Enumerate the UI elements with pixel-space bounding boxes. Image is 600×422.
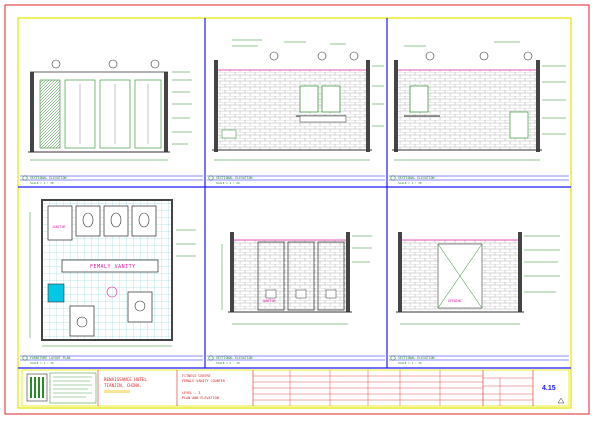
panel-2-title: SECTIONAL ELEVATION: [216, 176, 253, 180]
drawing-title-2: FEMALE VANITY COUNTER: [182, 379, 226, 383]
outer-border: [4, 4, 590, 415]
panel-1-elevation: [28, 59, 192, 161]
panel-2-elevation: [212, 39, 384, 161]
project-name: RENAISSANCE HOTEL: [104, 377, 147, 382]
panel-5-elevation: [221, 232, 372, 325]
panel-6-elevation: [396, 232, 560, 325]
panel-3-title: SECTIONAL ELEVATION: [398, 176, 435, 180]
panel-2-scale: SCALE = 1 : 30: [216, 181, 240, 185]
drawing-frame: [17, 17, 572, 409]
project-location: TIANJIN, CHINA.: [104, 383, 142, 388]
panel-6-title: SECTIONAL ELEVATION: [398, 356, 435, 360]
sheet-number: 4.15: [542, 385, 556, 392]
plan-vanity-label: FEMALY VANITY: [90, 264, 136, 270]
panel-4-title: FURNITURE LAYOUT PLAN: [30, 356, 70, 360]
panel-3-scale: SCALE = 1 : 30: [398, 181, 422, 185]
panel-1-title: SECTIONAL ELEVATION: [30, 176, 67, 180]
elev-opening-label: OPENING: [448, 299, 462, 303]
panel-6-scale: SCALE = 1 : 30: [398, 361, 422, 365]
elev-janitor-label: JANITOR: [262, 299, 276, 303]
company-logo: [26, 373, 48, 402]
panel-5-title: SECTIONAL ELEVATION: [216, 356, 253, 360]
panel-5-scale: SCALE = 1 : 30: [216, 361, 240, 365]
drawing-title-1: FITNESS CENTRE: [182, 374, 211, 378]
drawing-title-3: LEVEL - 3: [182, 391, 200, 395]
north-arrow-icon: [557, 397, 565, 404]
plan-janitor-label: JANITOR: [52, 225, 66, 229]
panel-3-elevation: [392, 41, 566, 161]
panel-1-scale: SCALE = 1 : 30: [30, 181, 54, 185]
panel-captions: SECTIONAL ELEVATION SCALE = 1 : 30 SECTI…: [20, 175, 569, 365]
panel-4-scale: SCALE = 1 : 30: [30, 361, 54, 365]
drawing-title-4: PLAN AND ELEVATION: [182, 396, 219, 400]
panel-4-plan: [29, 199, 196, 347]
title-block: RENAISSANCE HOTEL TIANJIN, CHINA. FITNES…: [21, 369, 570, 407]
